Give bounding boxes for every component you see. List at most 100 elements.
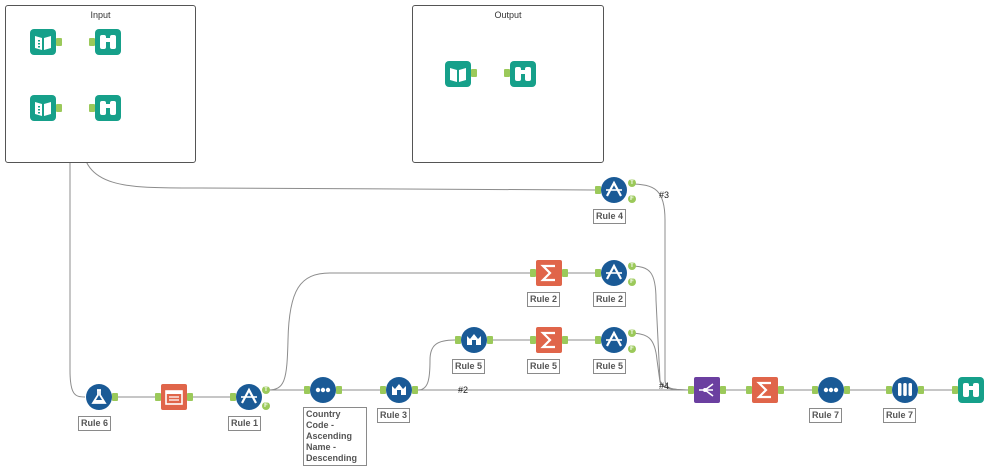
input-anchor[interactable] — [812, 386, 818, 394]
false-anchor[interactable]: F — [628, 345, 636, 353]
binoculars-icon — [958, 377, 984, 403]
output-anchor[interactable] — [112, 393, 118, 401]
tool-label-rule5-filter: Rule 5 — [593, 359, 627, 374]
true-anchor[interactable]: T — [628, 262, 636, 270]
output-anchor[interactable] — [562, 269, 568, 277]
connection-label: #4 — [659, 381, 670, 391]
input-container-title: Input — [90, 10, 111, 20]
summarize-tool-rule5[interactable] — [536, 327, 562, 353]
input-anchor[interactable] — [746, 386, 752, 394]
input-anchor[interactable] — [530, 269, 536, 277]
input-anchor[interactable] — [155, 393, 161, 401]
book-open-icon — [30, 95, 56, 121]
filter-tool-rule2[interactable] — [601, 260, 627, 286]
output-anchor[interactable] — [336, 386, 342, 394]
connection-rule3-rule5[interactable] — [417, 339, 460, 391]
output-anchor[interactable] — [720, 386, 726, 394]
input-anchor[interactable] — [304, 386, 310, 394]
browse-tool-1[interactable] — [95, 29, 121, 55]
input-anchor[interactable] — [230, 393, 236, 401]
filter-tool-rule1[interactable] — [236, 384, 262, 410]
output-anchor[interactable] — [412, 386, 418, 394]
browse-tool-final[interactable] — [958, 377, 984, 403]
unique-tool-rule7[interactable] — [818, 377, 844, 403]
filter-tool-rule5[interactable] — [601, 327, 627, 353]
tool-label-rule2-summarize: Rule 2 — [527, 292, 561, 307]
sample-crown-icon — [386, 377, 412, 403]
tool-label-rule5-sample: Rule 5 — [452, 359, 486, 374]
book-open-icon — [445, 61, 471, 87]
input-anchor[interactable] — [886, 386, 892, 394]
test-tool-rule7[interactable] — [892, 377, 918, 403]
summarize-tool-rule2[interactable] — [536, 260, 562, 286]
input-anchor[interactable] — [380, 386, 386, 394]
formula-flask-icon — [86, 384, 112, 410]
summarize-tool-final[interactable] — [752, 377, 778, 403]
connection-rule1-rule2[interactable] — [267, 272, 533, 391]
filter-icon — [236, 384, 262, 410]
filter-icon — [601, 177, 627, 203]
sample-crown-icon — [461, 327, 487, 353]
connection-rule4-union[interactable] — [629, 183, 691, 391]
union-tool[interactable] — [694, 377, 720, 403]
sort-tool[interactable] — [310, 377, 336, 403]
false-anchor[interactable]: F — [628, 278, 636, 286]
sample-tool-rule5[interactable] — [461, 327, 487, 353]
output-anchor[interactable] — [778, 386, 784, 394]
tool-label-rule2-filter: Rule 2 — [593, 292, 627, 307]
unique-dots-icon — [310, 377, 336, 403]
select-tool[interactable] — [161, 384, 187, 410]
output-anchor[interactable] — [918, 386, 924, 394]
tool-label-rule3: Rule 3 — [377, 408, 411, 423]
output-anchor[interactable] — [844, 386, 850, 394]
sample-tool-rule3[interactable] — [386, 377, 412, 403]
output-container-title: Output — [494, 10, 522, 20]
input-anchor[interactable] — [952, 386, 958, 394]
true-anchor[interactable]: T — [628, 179, 636, 187]
summarize-sigma-icon — [536, 327, 562, 353]
output-anchor[interactable] — [487, 336, 493, 344]
output-anchor[interactable] — [562, 336, 568, 344]
output-container[interactable]: Output — [412, 5, 604, 163]
input-anchor[interactable] — [595, 336, 601, 344]
tool-label-rule6: Rule 6 — [78, 416, 112, 431]
browse-tool-2[interactable] — [95, 95, 121, 121]
true-anchor[interactable]: T — [628, 329, 636, 337]
tool-label-rule7-test: Rule 7 — [883, 408, 917, 423]
tool-label-rule7-unique: Rule 7 — [809, 408, 843, 423]
input-anchor[interactable] — [595, 186, 601, 194]
book-open-icon — [30, 29, 56, 55]
test-tubes-icon — [892, 377, 918, 403]
browse-tool-output[interactable] — [510, 61, 536, 87]
connection-label: #3 — [659, 190, 670, 200]
input-anchor[interactable] — [504, 69, 510, 77]
union-icon — [694, 377, 720, 403]
connection-rule5-union[interactable] — [629, 332, 691, 391]
false-anchor[interactable]: F — [262, 402, 270, 410]
select-table-icon — [161, 384, 187, 410]
input-anchor[interactable] — [455, 336, 461, 344]
false-anchor[interactable]: F — [628, 195, 636, 203]
output-anchor[interactable] — [56, 104, 62, 112]
true-anchor[interactable]: T — [262, 386, 270, 394]
input-anchor[interactable] — [530, 336, 536, 344]
input-anchor[interactable] — [595, 269, 601, 277]
tool-label-rule1: Rule 1 — [228, 416, 262, 431]
input-data-tool-2[interactable] — [30, 95, 56, 121]
output-anchor[interactable] — [56, 38, 62, 46]
binoculars-icon — [510, 61, 536, 87]
output-anchor[interactable] — [471, 69, 477, 77]
filter-icon — [601, 327, 627, 353]
summarize-sigma-icon — [752, 377, 778, 403]
input-anchor[interactable] — [89, 38, 95, 46]
filter-tool-rule4[interactable] — [601, 177, 627, 203]
input-data-tool-1[interactable] — [30, 29, 56, 55]
input-anchor[interactable] — [688, 386, 694, 394]
formula-tool-rule6[interactable] — [86, 384, 112, 410]
input-anchor[interactable] — [89, 104, 95, 112]
connection-rule2-union[interactable] — [629, 265, 691, 391]
output-anchor[interactable] — [187, 393, 193, 401]
output-data-tool[interactable] — [445, 61, 471, 87]
tool-label-rule5-summarize: Rule 5 — [527, 359, 561, 374]
binoculars-icon — [95, 29, 121, 55]
